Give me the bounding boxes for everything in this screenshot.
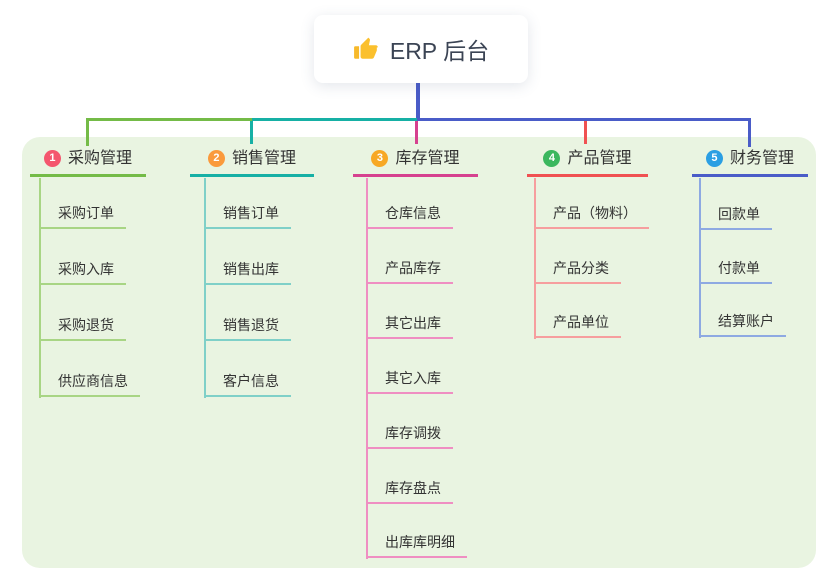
badge-5-icon: 5 xyxy=(705,150,723,167)
node-receipt-doc[interactable]: 回款单 xyxy=(699,204,772,230)
connector-root-drop xyxy=(416,82,420,121)
node-outbound-detail[interactable]: 出库库明细 xyxy=(366,532,467,558)
node-stock-taking[interactable]: 库存盘点 xyxy=(366,478,453,504)
node-sales-outbound[interactable]: 销售出库 xyxy=(204,259,291,285)
node-product-material[interactable]: 产品（物料） xyxy=(534,203,649,229)
mindmap-background-panel xyxy=(22,137,816,568)
branch-finance-management[interactable]: 5 财务管理 xyxy=(692,148,808,177)
connector-branch4-drop xyxy=(584,118,587,144)
node-purchase-return[interactable]: 采购退货 xyxy=(39,315,126,341)
branch-purchase-management[interactable]: 1 采购管理 xyxy=(30,148,146,177)
node-other-inbound[interactable]: 其它入库 xyxy=(366,368,453,394)
branch-product-management[interactable]: 4 产品管理 xyxy=(527,148,648,177)
badge-4-icon: 4 xyxy=(543,150,561,167)
connector-branch3-drop xyxy=(415,118,418,144)
connector-branch2-drop xyxy=(250,118,253,144)
node-purchase-order[interactable]: 采购订单 xyxy=(39,203,126,229)
connector-branch5-spine xyxy=(699,178,701,338)
branch-sales-management[interactable]: 2 销售管理 xyxy=(190,148,314,177)
node-stock-transfer[interactable]: 库存调拨 xyxy=(366,423,453,449)
badge-2-icon: 2 xyxy=(207,150,225,167)
branch-inventory-label: 库存管理 xyxy=(395,150,460,167)
connector-branch5-drop xyxy=(748,118,751,147)
connector-bus-teal xyxy=(252,118,417,121)
node-settlement-account[interactable]: 结算账户 xyxy=(699,311,786,337)
thumbs-up-icon xyxy=(353,36,379,62)
branch-inventory-management[interactable]: 3 库存管理 xyxy=(353,148,478,177)
node-sales-return[interactable]: 销售退货 xyxy=(204,315,291,341)
node-supplier-info[interactable]: 供应商信息 xyxy=(39,371,140,397)
node-product-unit[interactable]: 产品单位 xyxy=(534,312,621,338)
branch-sales-label: 销售管理 xyxy=(231,150,296,167)
badge-1-icon: 1 xyxy=(43,150,61,167)
badge-3-icon: 3 xyxy=(371,150,389,167)
connector-bus-green xyxy=(86,118,252,121)
node-sales-order[interactable]: 销售订单 xyxy=(204,203,291,229)
connector-branch2-spine xyxy=(204,178,206,398)
connector-branch3-spine xyxy=(366,178,368,559)
node-other-outbound[interactable]: 其它出库 xyxy=(366,313,453,339)
connector-bus-blue xyxy=(417,118,751,121)
node-payment-doc[interactable]: 付款单 xyxy=(699,258,772,284)
node-customer-info[interactable]: 客户信息 xyxy=(204,371,291,397)
node-warehouse-info[interactable]: 仓库信息 xyxy=(366,203,453,229)
root-label: ERP 后台 xyxy=(389,38,490,64)
connector-branch1-drop xyxy=(86,118,89,146)
branch-finance-label: 财务管理 xyxy=(729,150,794,167)
node-product-stock[interactable]: 产品库存 xyxy=(366,258,453,284)
branch-product-label: 产品管理 xyxy=(567,150,632,167)
connector-branch1-spine xyxy=(39,178,41,398)
node-product-category[interactable]: 产品分类 xyxy=(534,258,621,284)
connector-branch4-spine xyxy=(534,178,536,339)
node-purchase-inbound[interactable]: 采购入库 xyxy=(39,259,126,285)
branch-purchase-label: 采购管理 xyxy=(67,150,132,167)
root-node[interactable]: ERP 后台 xyxy=(314,15,528,83)
